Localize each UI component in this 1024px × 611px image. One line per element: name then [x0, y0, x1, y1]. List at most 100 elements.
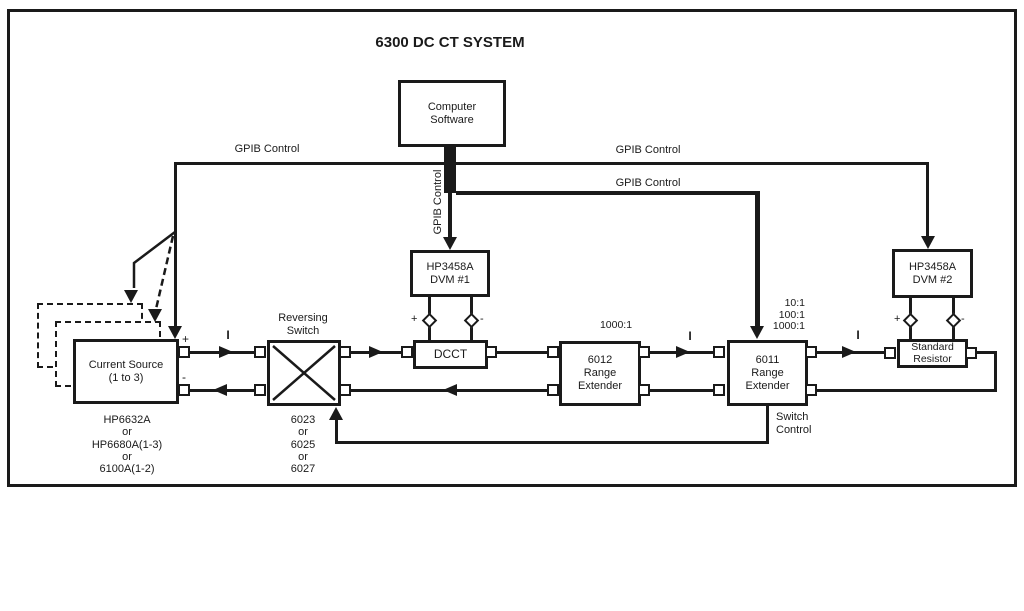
terminal-6012-right-bottom [638, 384, 650, 396]
computer-software-label-2: Software [430, 113, 474, 126]
switch-control-label-1: Switch [776, 411, 809, 423]
dcct-label: DCCT [433, 347, 468, 361]
ratio-6011-1: 10:1 [784, 297, 805, 309]
standard-resistor-label-2: Resistor [913, 352, 952, 365]
ratio-6011-3: 1000:1 [772, 320, 805, 332]
dvm2-plus-label: + [894, 313, 901, 325]
return-path-loop-to-6011 [816, 389, 997, 392]
reversing-switch-x-icon [272, 345, 336, 401]
terminal-6011-right-bottom [805, 384, 817, 396]
cs-plus-label: + [182, 332, 190, 346]
current-source-models: HP6632A or HP6680A(1-3) or 6100A(1-2) [57, 414, 197, 475]
cs-model-4: or [122, 450, 132, 463]
dvm2-label-2: DVM #2 [912, 273, 953, 286]
arrow-current-cs-to-rs [219, 346, 233, 358]
rs-model-4: or [298, 450, 308, 463]
return-loop-vertical [994, 351, 997, 392]
gpib-branch-lines [132, 231, 176, 310]
arrow-current-6011-to-resistor [842, 346, 856, 358]
cs-model-3: HP6680A(1-3) [91, 438, 163, 451]
rs-model-3: 6025 [290, 438, 316, 451]
ratio-6011-2: 100:1 [778, 308, 805, 321]
arrow-gpib-into-dashed-outer [124, 290, 138, 303]
arrow-return-to-cs [213, 384, 227, 396]
gpib-line-left-vertical [174, 162, 177, 326]
terminal-rs-left-top [254, 346, 266, 358]
current-label-1: I [226, 328, 230, 342]
range-extender-6011-label-2: Range Extender [745, 366, 790, 392]
ratio-labels-6011: 10:1 100:1 1000:1 [758, 297, 805, 333]
computer-gpib-stub [444, 145, 456, 193]
dvm1-label-1: HP3458A [426, 260, 474, 273]
arrow-gpib-into-dvm1 [443, 237, 457, 250]
terminal-dcct-left [401, 346, 413, 358]
rs-model-5: 6027 [290, 463, 316, 476]
computer-software-label-1: Computer [427, 100, 477, 113]
gpib-line-left-horizontal [174, 162, 452, 165]
terminal-6012-left-top [547, 346, 559, 358]
gpib-line-right2-horizontal [456, 191, 758, 195]
switch-control-line-horizontal [335, 441, 769, 444]
gpib-line-right1-horizontal [452, 162, 929, 165]
arrow-current-6012-to-6011 [676, 346, 690, 358]
dvm1-minus-label: - [480, 313, 484, 325]
arrow-return-to-rs [443, 384, 457, 396]
cs-model-5: 6100A(1-2) [99, 463, 155, 476]
computer-gpib-line-to-dvm1 [448, 193, 452, 238]
terminal-dcct-right [485, 346, 497, 358]
current-label-3: I [856, 328, 860, 342]
range-extender-6012-box: 6012 Range Extender [559, 341, 641, 406]
current-path-resistor-to-loop [976, 351, 997, 354]
gpib-label-left: GPIB Control [234, 143, 300, 155]
cs-model-1: HP6632A [103, 414, 151, 426]
standard-resistor-box: Standard Resistor [897, 339, 968, 368]
gpib-line-right2-vertical [755, 191, 760, 326]
dvm2-label-1: HP3458A [908, 260, 957, 273]
switch-control-line-vertical-rs [335, 420, 338, 444]
reversing-switch-title-2: Switch [286, 325, 320, 337]
range-extender-6011-box: 6011 Range Extender [727, 340, 808, 406]
current-source-label-2: (1 to 3) [108, 371, 144, 384]
current-path-dcct-to-6012 [496, 351, 548, 354]
cs-minus-label: - [182, 370, 186, 384]
terminal-rs-right-top [339, 346, 351, 358]
diagram-frame [7, 9, 1017, 487]
arrow-gpib-into-current-source [168, 326, 182, 339]
reversing-switch-models: 6023 or 6025 or 6027 [262, 414, 344, 475]
return-path-6011-to-6012 [650, 389, 714, 392]
dvm1-label-2: DVM #1 [430, 273, 470, 286]
dvm2-minus-label: - [961, 313, 965, 325]
terminal-6012-left-bottom [547, 384, 559, 396]
rs-model-1: 6023 [290, 414, 316, 426]
computer-software-box: Computer Software [398, 80, 506, 147]
reversing-switch-title: Reversing Switch [263, 312, 343, 338]
reversing-switch-title-1: Reversing [278, 312, 328, 324]
current-source-label-1: Current Source [88, 358, 164, 371]
terminal-6011-left-bottom [713, 384, 725, 396]
gpib-line-right1-vertical [926, 162, 929, 237]
dvm1-box: HP3458A DVM #1 [410, 250, 490, 297]
rs-model-2: or [298, 426, 308, 439]
terminal-cs-plus [178, 346, 190, 358]
standard-resistor-label-1: Standard [911, 341, 954, 353]
terminal-resistor-left [884, 347, 896, 359]
ratio-label-6012: 1000:1 [599, 319, 633, 331]
terminal-rs-right-bottom [339, 384, 351, 396]
arrow-gpib-into-6011 [750, 326, 764, 339]
arrow-gpib-into-dashed-middle [148, 309, 162, 322]
switch-control-label: Switch Control [776, 411, 811, 437]
range-extender-6011-label-1: 6011 [755, 353, 780, 366]
reversing-switch-box [267, 340, 341, 406]
range-extender-6012-label-2: Range Extender [577, 367, 623, 392]
terminal-resistor-right [965, 347, 977, 359]
terminal-6011-right-top [805, 346, 817, 358]
terminal-6011-left-top [713, 346, 725, 358]
arrow-current-rs-to-dcct [369, 346, 383, 358]
range-extender-6012-label-1: 6012 [587, 354, 613, 366]
terminal-cs-minus [178, 384, 190, 396]
arrow-gpib-into-dvm2 [921, 236, 935, 249]
terminal-rs-left-bottom [254, 384, 266, 396]
switch-control-label-2: Control [776, 424, 812, 436]
gpib-label-vertical: GPIB Control [432, 169, 444, 235]
